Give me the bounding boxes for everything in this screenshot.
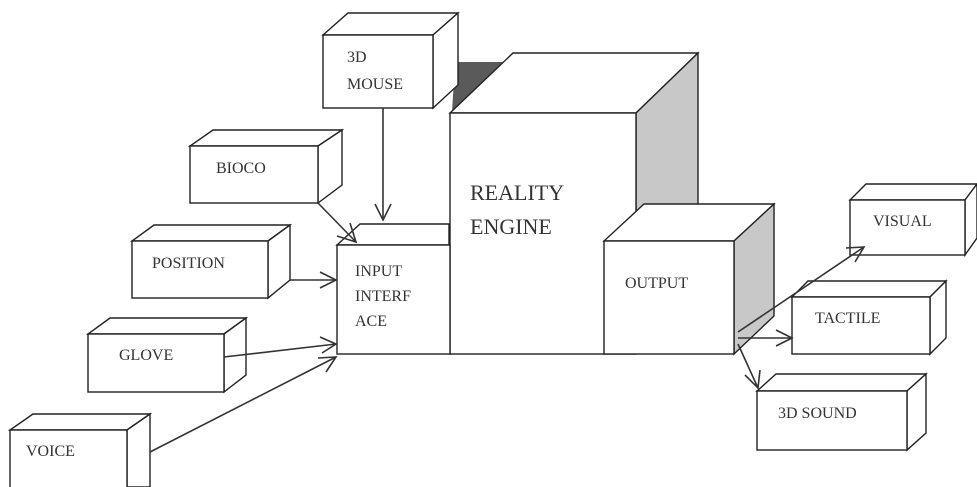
glove-box: GLOVE	[85, 316, 249, 394]
arrow-output-to-tactile	[738, 329, 794, 347]
output-label: OUTPUT	[625, 275, 688, 292]
arrow-bioco-to-input	[317, 202, 358, 244]
mouse-3d-label-line2: MOUSE	[347, 76, 403, 93]
voice-label: VOICE	[26, 443, 75, 460]
visual-label: VISUAL	[873, 213, 932, 230]
visual-box: VISUAL	[848, 182, 977, 258]
bioco-box: BIOCO	[187, 128, 345, 205]
arrow-output-to-sound	[737, 343, 761, 390]
reality-engine-box: REALITY ENGINE	[448, 51, 700, 355]
position-label: POSITION	[152, 255, 225, 272]
reality-engine-label-line1: REALITY	[470, 180, 564, 205]
reality-engine-label-line2: ENGINE	[470, 214, 552, 239]
input-interface-label-line3: ACE	[355, 313, 387, 330]
voice-box: VOICE	[7, 412, 153, 487]
arrow-position-to-input	[290, 271, 338, 289]
sound-3d-box: 3D SOUND	[755, 372, 928, 452]
mouse-3d-box: 3D MOUSE	[321, 11, 460, 110]
arrow-voice-to-input	[149, 356, 338, 453]
bioco-label: BIOCO	[216, 160, 266, 177]
position-box: POSITION	[129, 223, 293, 300]
arrow-glove-to-input	[223, 336, 338, 358]
tactile-label: TACTILE	[815, 310, 880, 327]
sound-3d-label: 3D SOUND	[778, 405, 857, 422]
input-interface-box: INPUT INTERF ACE	[335, 223, 451, 355]
arrow-mouse-to-input	[374, 108, 392, 222]
input-interface-label-line2: INTERF	[355, 288, 411, 305]
mouse-3d-label-line1: 3D	[347, 49, 367, 66]
output-box: OUTPUT	[602, 202, 776, 356]
glove-label: GLOVE	[119, 347, 173, 364]
arrow-output-to-visual	[737, 246, 866, 333]
tactile-box: TACTILE	[790, 279, 948, 356]
input-interface-label-line1: INPUT	[355, 263, 402, 280]
